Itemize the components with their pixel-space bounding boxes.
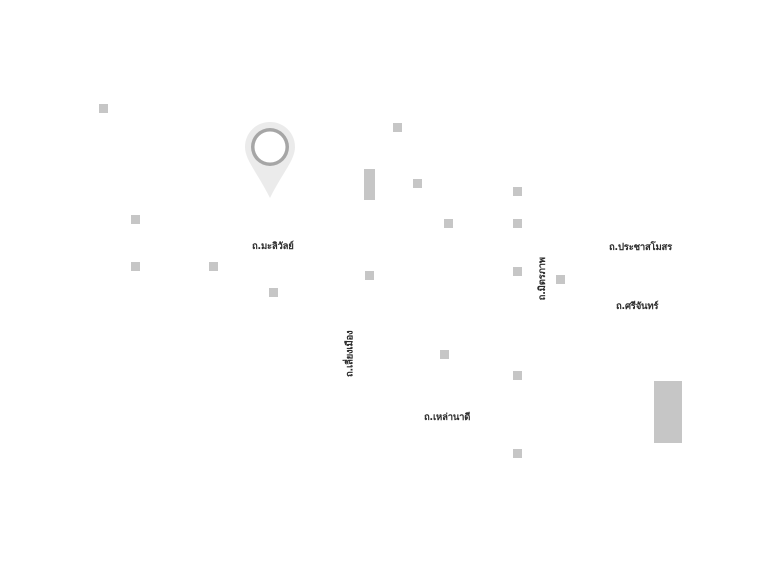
- place-marker[interactable]: [131, 215, 140, 224]
- street-label-laonadi: ถ.เหล่านาดี: [424, 412, 471, 423]
- street-label-mittraphap: ถ.มิตรภาพ: [536, 257, 548, 301]
- place-marker[interactable]: [413, 179, 422, 188]
- place-marker[interactable]: [99, 104, 108, 113]
- place-marker[interactable]: [444, 219, 453, 228]
- place-marker[interactable]: [513, 267, 522, 276]
- place-marker[interactable]: [556, 275, 565, 284]
- place-marker[interactable]: [513, 449, 522, 458]
- place-marker[interactable]: [513, 371, 522, 380]
- street-label-prachasamosorn: ถ.ประชาสโมสร: [609, 242, 673, 253]
- location-pin-icon[interactable]: [243, 120, 297, 200]
- building-block: [364, 169, 375, 200]
- place-marker[interactable]: [513, 219, 522, 228]
- place-marker[interactable]: [513, 187, 522, 196]
- place-marker[interactable]: [269, 288, 278, 297]
- street-label-srichan: ถ.ศรีจันทร์: [616, 301, 659, 312]
- place-marker[interactable]: [440, 350, 449, 359]
- place-marker[interactable]: [393, 123, 402, 132]
- street-label-malivan: ถ.มะลิวัลย์: [252, 241, 294, 252]
- street-label-liangmueang: ถ.เลี่ยงเมือง: [344, 330, 356, 378]
- place-marker[interactable]: [209, 262, 218, 271]
- place-marker[interactable]: [131, 262, 140, 271]
- place-marker[interactable]: [365, 271, 374, 280]
- building-block: [654, 381, 682, 443]
